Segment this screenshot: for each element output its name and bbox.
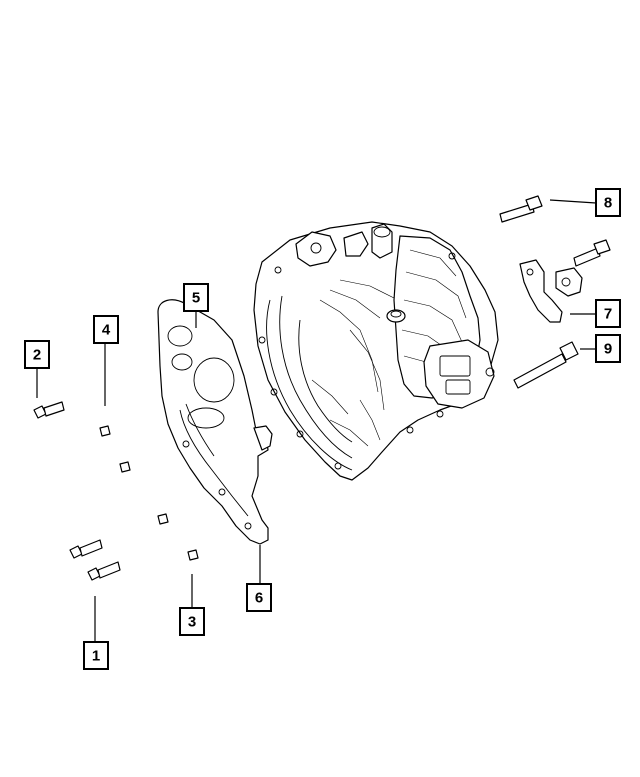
bolt-part-7-upper — [573, 239, 611, 267]
leader-line-8 — [549, 199, 597, 204]
callout-4-label: 4 — [102, 322, 111, 339]
callout-6-label: 6 — [255, 590, 263, 607]
callout-7: 7 — [595, 299, 621, 328]
callout-6: 6 — [246, 583, 272, 612]
bolt-part-8 — [499, 195, 543, 223]
bolt-part-9 — [513, 341, 579, 389]
callout-2-label: 2 — [33, 347, 41, 364]
callout-8: 8 — [595, 188, 621, 217]
callout-8-label: 8 — [604, 195, 612, 212]
stud-part-3 — [187, 549, 199, 561]
transmission-assembly — [253, 221, 499, 481]
callout-3-label: 3 — [188, 614, 196, 631]
adapter-plate — [157, 299, 273, 545]
callout-9-label: 9 — [604, 341, 612, 358]
callout-1-label: 1 — [92, 648, 100, 665]
bolt-part-2 — [33, 401, 65, 419]
callout-2: 2 — [24, 340, 50, 369]
callout-1: 1 — [83, 641, 109, 670]
callout-9: 9 — [595, 334, 621, 363]
callout-4: 4 — [93, 315, 119, 344]
callout-7-label: 7 — [604, 306, 612, 323]
bracket-part-7 — [519, 259, 583, 323]
stud-part-4 — [99, 425, 169, 525]
callout-5: 5 — [183, 283, 209, 312]
callout-5-label: 5 — [192, 290, 200, 307]
callout-3: 3 — [179, 607, 205, 636]
bolt-part-1-upper — [69, 539, 103, 559]
bolt-part-1-lower — [87, 561, 121, 581]
